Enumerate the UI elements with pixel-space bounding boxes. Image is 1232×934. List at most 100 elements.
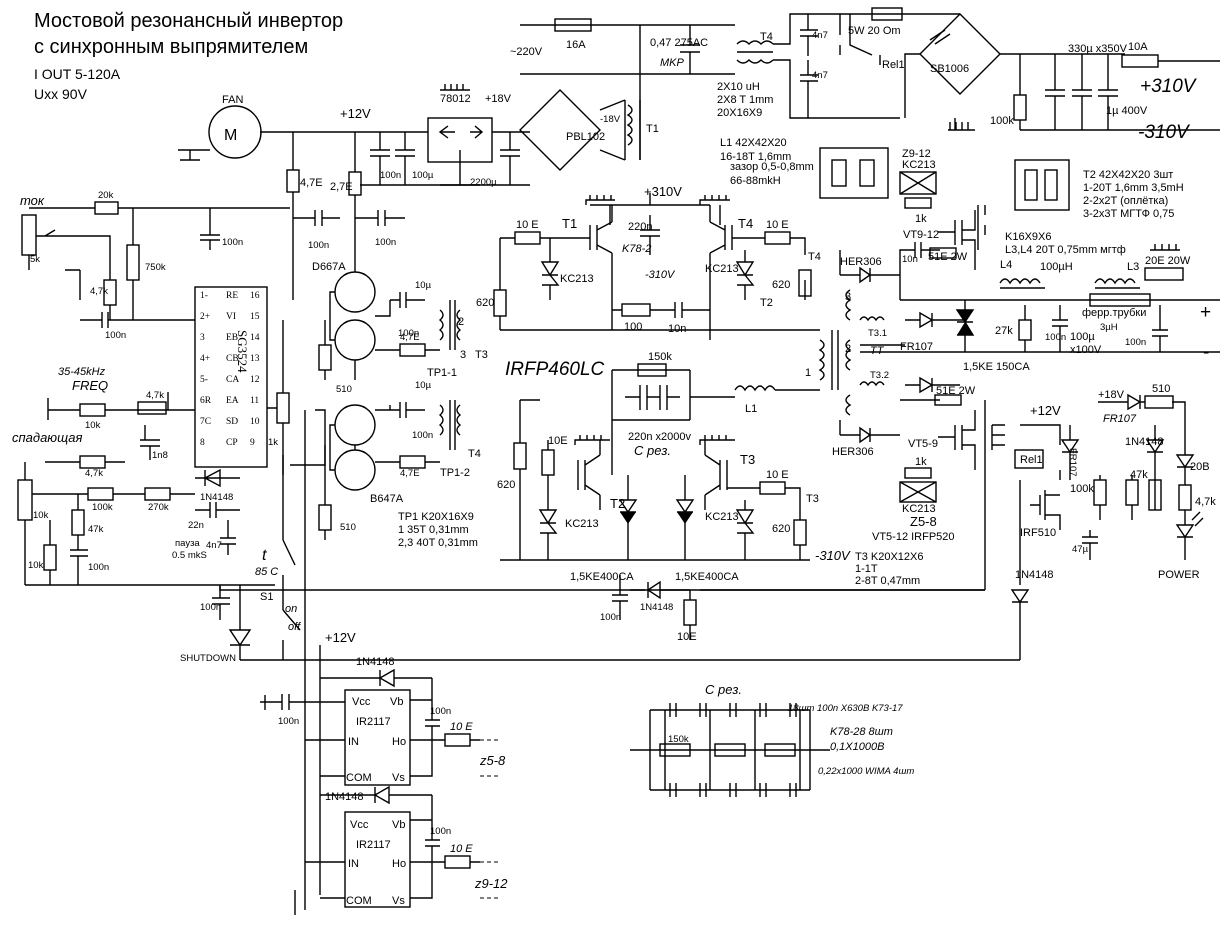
freq-pot-value: 10k: [85, 420, 101, 431]
freq-range-label: 35-45kHz: [58, 366, 106, 378]
resistor-47k-relay-label: 47k: [1130, 469, 1148, 481]
sg3524-pin-right-12: 12: [250, 375, 260, 385]
mains-input-section: 16A ~220V 0,47 275AC MKP T4 2X10 uH 2X8 …: [510, 7, 1220, 160]
sg3524-pin-function-2: VI: [226, 312, 236, 322]
resistor-1k-sd-label: 1k: [268, 437, 278, 448]
sg3524-chip-label: SG3524: [235, 330, 250, 373]
t3-spec-3: 2-8T 0,47mm: [855, 575, 920, 587]
cap-22n: 22n: [188, 520, 204, 531]
choke-spec-3: 20X16X9: [717, 107, 762, 119]
cap-10n-mid: 10n: [668, 323, 686, 335]
cap-1n8: 1n8: [152, 450, 168, 461]
title-open-voltage: Uxx 90V: [34, 86, 87, 102]
decoupling-cap-100n-b: 100n: [375, 237, 396, 248]
cap-bank-spec-4: 0,22x1000 WIMA 4шт: [818, 766, 914, 777]
cap-100n-control: 100n: [222, 237, 243, 248]
transistor-d667a: D667A: [312, 261, 346, 273]
inductor-l4-value: 100µH: [1040, 261, 1073, 273]
zener-kc213-t3: KC213: [705, 511, 739, 523]
gate-resistor-10e-z912-label: 10 E: [450, 843, 473, 855]
cap-100n-shutdown: 100n: [200, 602, 221, 613]
resistor-4-7k-led: [1178, 484, 1192, 511]
tp1-spec-2: 1 35T 0,31mm: [398, 524, 469, 536]
fuse-10a-label: 10A: [1128, 41, 1148, 53]
sg3524-pin-function-5: CA: [226, 375, 239, 385]
main-bridge-section: +310V 220n K78-2 -310V T1 10 E 620 KC213…: [476, 184, 985, 643]
l1-spec-3: зазор 0,5-0,8mm: [730, 161, 814, 173]
resistor-750k: [126, 244, 140, 281]
cap-100n-out: 100n: [1045, 332, 1066, 343]
softstart-resistor: [871, 7, 903, 21]
mosfet-spec: VT5-12 IRFP520: [872, 531, 955, 543]
gate-resistor-10e-t4-label: 10 E: [766, 219, 789, 231]
resistor-100k-relay-label: 100k: [1070, 483, 1094, 495]
bulk-cap-label: 330µ x350V: [1068, 43, 1128, 55]
cap-100n-ir1-boot: 100n: [430, 706, 451, 717]
ir2117-2-ho: Ho: [392, 858, 406, 870]
mosfet-vt5-9: VT5-9: [908, 438, 938, 450]
resistor-4-7e-drv-b: [399, 455, 426, 469]
film-cap-label: 1µ 400V: [1106, 105, 1148, 117]
gate-resistor-10e-t2-label: 10E: [548, 435, 568, 447]
gate-resistor-10e-t2: [541, 449, 555, 476]
current-pot-label: ток: [20, 193, 45, 208]
diode-fr107-flyback: FR107: [1067, 448, 1078, 477]
regulator-label: 78012: [440, 93, 471, 105]
ir2117-chip-2: [344, 811, 411, 908]
resistor-100k-relay: [1093, 479, 1107, 506]
aux-power-supply: M FAN +12V 78012 +18V 100n 100µ 2200µ PB…: [178, 84, 659, 300]
resistor-510-a-label: 510: [336, 384, 352, 395]
slope-pot-value: 10k: [33, 510, 49, 521]
sg3524-pin-left-6: 6R: [200, 396, 212, 406]
bleeder-resistor-100k: [1013, 94, 1027, 121]
sg3524-pin-function-1: RE: [226, 291, 238, 301]
rail-18v-relay: +18V: [1098, 389, 1125, 401]
cap-100n-ir1-vcc: 100n: [278, 716, 299, 727]
psu-cap-2200u: 2200µ: [470, 177, 497, 188]
fuse-16a: [554, 18, 592, 32]
fan-motor-symbol: M: [224, 127, 237, 144]
resistor-10k-slope-label: 10k: [28, 560, 44, 571]
sg3524-pin-right-14: 14: [250, 333, 260, 343]
ir2117-1-in: IN: [348, 736, 359, 748]
k16-spec-1: K16X9X6: [1005, 231, 1051, 243]
mosfet-type-label: IRFP460LC: [505, 359, 605, 380]
gate-resistor-10e-z912: [444, 855, 471, 869]
shutdown-led-label: SHUTDOWN: [180, 653, 236, 664]
resistor-1k-z5: 1k: [915, 456, 927, 468]
resistor-2-7e: [348, 171, 362, 196]
sg3524-pin-right-16: 16: [250, 291, 260, 301]
pause-value: 0.5 mkS: [172, 550, 207, 561]
resistor-20e-20w: [1144, 267, 1184, 281]
zener-kc213-t2: KC213: [565, 518, 599, 530]
ferrite-beads: [1089, 293, 1151, 307]
thermal-switch-temp: 85 C: [255, 566, 278, 578]
cap-bank-resistor-3: [764, 743, 796, 757]
rail-plus-310v: +310V: [1140, 76, 1198, 97]
bridge-sb1006-label: SB1006: [930, 63, 969, 75]
ir2117-1-vs: Vs: [392, 772, 405, 784]
sg3524-chip: [194, 286, 268, 468]
resistor-750k-label: 750k: [145, 262, 166, 273]
gate-resistor-10e-t1: [514, 231, 541, 245]
cap-100u-out-rating: x100V: [1070, 344, 1102, 356]
resistor-4-7e-label: 4,7E: [300, 177, 323, 189]
ir2117-2-vs: Vs: [392, 895, 405, 907]
resistor-47k-label: 47k: [88, 524, 104, 535]
cap-100n-out-b: 100n: [1125, 337, 1146, 348]
bridge-minus-310v-a: -310V: [645, 269, 676, 281]
tvs-1-5ke400ca-b: 1,5KE400CA: [675, 571, 739, 583]
resistor-51e-b: [934, 394, 962, 406]
output-minus: -: [1203, 342, 1209, 363]
bootstrap-diode-1: 1N4148: [356, 656, 395, 668]
sg3524-pin-function-7: SD: [226, 417, 238, 427]
switch-s1-label: S1: [260, 591, 273, 603]
transformer-tp1-2: TP1-2: [440, 467, 470, 479]
tp1-spec-3: 2,3 40T 0,31mm: [398, 537, 478, 549]
bridge-plus-310v: +310V: [644, 184, 682, 199]
rail-12v-label: +12V: [340, 106, 371, 121]
title-output-current: I OUT 5-120A: [34, 66, 121, 82]
power-led-label: POWER: [1158, 569, 1200, 581]
tp1-spec-1: TP1 K20X16X9: [398, 511, 474, 523]
gate-driver-transformer-section: D667A 510 B647A 510 10µ 100n 4,7E TP1-1 …: [312, 250, 488, 549]
